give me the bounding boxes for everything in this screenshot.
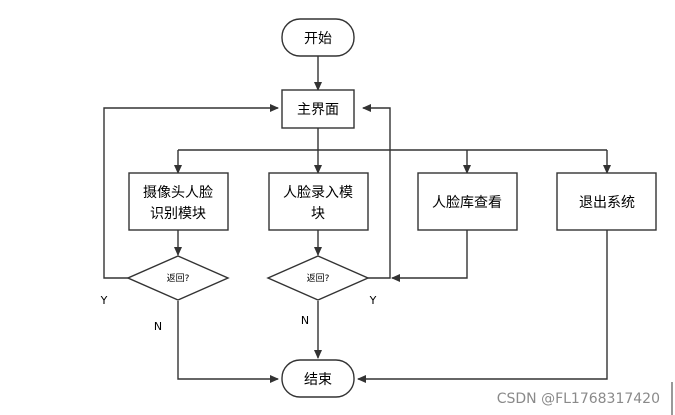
end-node: 结束 <box>281 359 355 398</box>
start-label: 开始 <box>304 31 332 47</box>
edge-decision1-no <box>177 301 279 383</box>
label-n2: N <box>301 314 309 327</box>
decision1-label: 返回? <box>167 272 190 284</box>
edges <box>103 56 611 383</box>
decision2-node: 返回? <box>266 255 370 301</box>
label-y2: Y <box>369 294 377 307</box>
start-node: 开始 <box>281 18 355 57</box>
label-n1: N <box>154 320 162 333</box>
label-y1: Y <box>100 294 108 307</box>
exit-label: 退出系统 <box>579 195 635 211</box>
entry-label-line1: 人脸录入模 <box>283 185 353 201</box>
camera-module-node: 摄像头人脸 识别模块 <box>128 172 229 231</box>
main-label: 主界面 <box>297 102 339 118</box>
decision2-label: 返回? <box>307 272 330 284</box>
edge-decision1-yes <box>103 104 279 279</box>
edge-exit-end <box>357 230 608 383</box>
camera-label-line1: 摄像头人脸 <box>143 185 213 201</box>
library-label: 人脸库查看 <box>432 195 502 211</box>
edge-decision2-yes <box>362 104 391 279</box>
exit-node: 退出系统 <box>556 172 657 231</box>
entry-label-line2: 块 <box>311 206 325 222</box>
library-node: 人脸库查看 <box>417 172 518 231</box>
watermark: CSDN @FL1768317420 <box>497 391 660 407</box>
decision1-node: 返回? <box>126 255 230 301</box>
entry-module-node: 人脸录入模 块 <box>268 172 369 231</box>
end-label: 结束 <box>304 372 332 388</box>
camera-label-line2: 识别模块 <box>150 206 206 222</box>
edge-library-return <box>391 230 468 282</box>
main-node: 主界面 <box>281 89 355 129</box>
